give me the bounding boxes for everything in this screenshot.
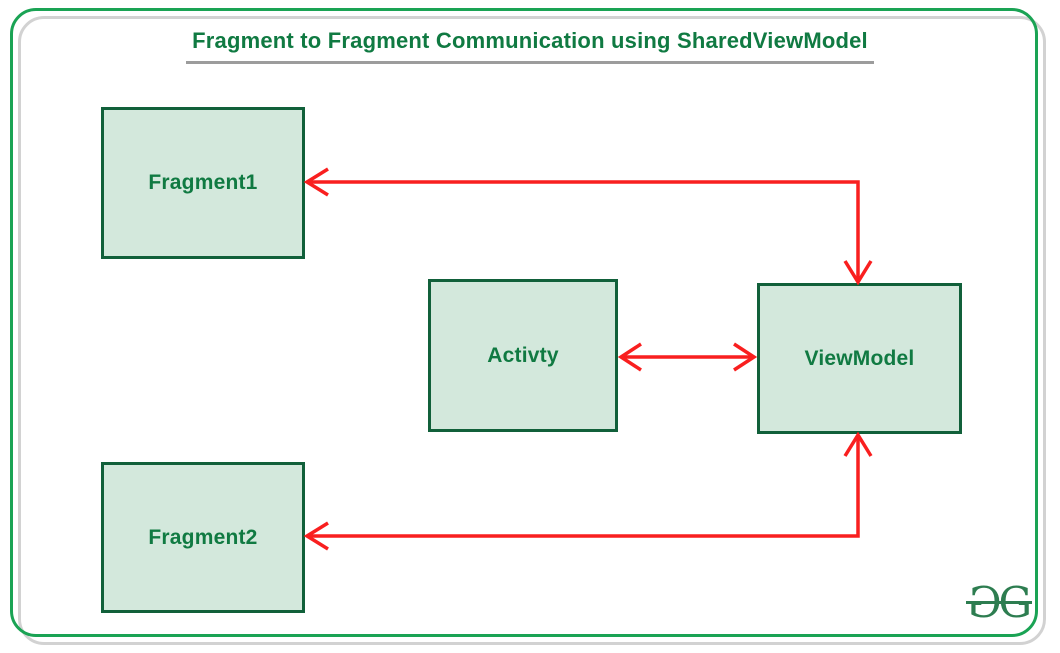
logo-crossbar xyxy=(966,601,1032,604)
node-viewmodel-label: ViewModel xyxy=(804,346,915,370)
node-activity: Activty xyxy=(428,279,618,432)
diagram-title: Fragment to Fragment Communication using… xyxy=(186,28,874,64)
frame-shadow xyxy=(18,16,1046,645)
node-activity-label: Activty xyxy=(487,343,559,367)
node-viewmodel: ViewModel xyxy=(757,283,962,434)
node-fragment2-label: Fragment2 xyxy=(148,525,258,549)
node-fragment1-label: Fragment1 xyxy=(148,171,258,194)
outer-frame xyxy=(10,8,1038,637)
geeksforgeeks-logo: GG xyxy=(966,578,1034,627)
node-fragment2: Fragment2 xyxy=(101,462,305,613)
title-container: Fragment to Fragment Communication using… xyxy=(0,28,1060,64)
node-fragment1: Fragment1 xyxy=(101,107,305,259)
